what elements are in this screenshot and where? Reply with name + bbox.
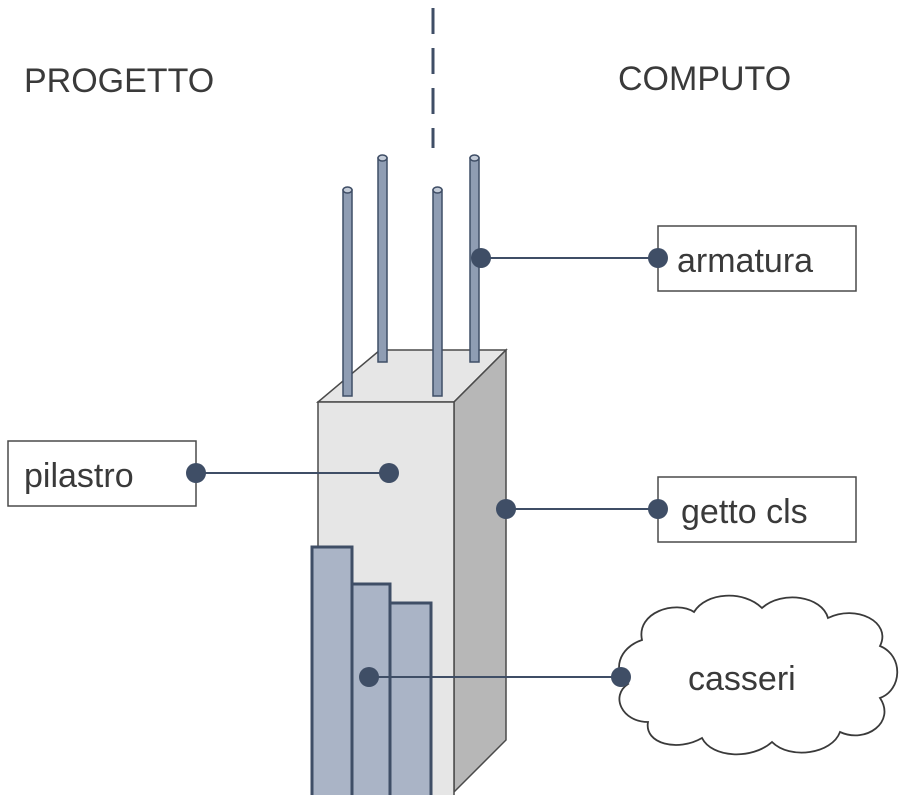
pilastro-label: pilastro: [24, 457, 134, 495]
connector-dot: [379, 463, 399, 483]
header-computo: COMPUTO: [618, 60, 791, 98]
pilastro-box: [7, 440, 197, 507]
connector-dot: [611, 667, 631, 687]
connector-pilastro: [186, 463, 399, 483]
getto-cls-label: getto cls: [681, 493, 808, 531]
connector-armatura: [471, 248, 668, 268]
connector-casseri: [359, 667, 631, 687]
rebar-1: [342, 186, 353, 397]
formwork-panels: [310, 545, 433, 795]
connector-dot: [648, 499, 668, 519]
formwork-panel-1: [310, 545, 354, 795]
connector-dot: [471, 248, 491, 268]
rebar-2: [377, 154, 388, 363]
armatura-label: armatura: [677, 242, 813, 280]
connector-getto-cls: [496, 499, 668, 519]
connector-dot: [186, 463, 206, 483]
casseri-label: casseri: [688, 660, 796, 698]
formwork-panel-2: [350, 582, 392, 795]
connector-dot: [359, 667, 379, 687]
formwork-panel-3: [388, 601, 433, 795]
connector-dot: [496, 499, 516, 519]
casseri-cloud: [618, 594, 899, 756]
column-side-face: [453, 348, 507, 794]
connector-dot: [648, 248, 668, 268]
header-progetto: PROGETTO: [24, 62, 214, 100]
rebar-3: [432, 186, 443, 397]
getto-cls-box: [657, 476, 857, 543]
